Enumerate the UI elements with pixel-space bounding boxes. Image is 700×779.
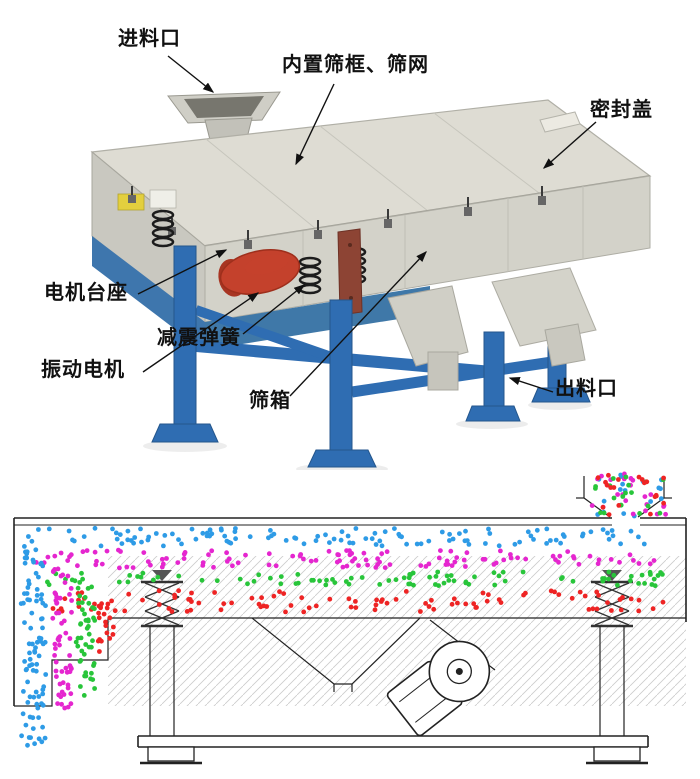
arrow-discharge-outlet — [508, 377, 554, 393]
arrow-damping-spring — [242, 284, 306, 335]
particle-layer — [18, 471, 668, 748]
vibration-motor-red — [218, 249, 301, 297]
particle-stream-green-discharge — [73, 584, 98, 698]
label-arrows — [137, 55, 597, 397]
schematic-cross-section — [13, 471, 687, 765]
particle-stream-green-layer — [45, 569, 665, 589]
screen-deck-outline — [13, 517, 687, 707]
discharge-chutes — [387, 267, 597, 391]
label-screen-box: 筛箱 — [249, 390, 291, 412]
support-columns — [149, 626, 625, 736]
label-damping-spring: 减震弹簧 — [157, 327, 241, 349]
particle-stream-red-discharge — [95, 603, 116, 654]
machine-photo — [90, 55, 652, 470]
middle-funnel — [251, 617, 421, 692]
label-discharge-outlet: 出料口 — [555, 378, 618, 400]
base-frame — [137, 735, 649, 765]
arrow-vibration-motor — [142, 292, 260, 373]
label-motor-base: 电机台座 — [44, 282, 128, 304]
label-inner-screen: 内置筛框、筛网 — [282, 54, 429, 76]
spring-left — [151, 209, 175, 248]
label-feed-inlet: 进料口 — [118, 28, 181, 50]
label-vibration-motor: 振动电机 — [41, 359, 125, 381]
arrow-inner-screen — [295, 83, 335, 166]
motor-symbol — [386, 619, 496, 737]
discharge-staircase — [14, 618, 109, 707]
particle-stream-magenta-layer — [33, 547, 657, 571]
particle-stream-magenta-discharge — [50, 566, 74, 711]
arrow-seal-cover — [542, 121, 597, 169]
particle-stream-blue-layer — [26, 525, 647, 549]
arrow-motor-base — [137, 249, 228, 295]
arrow-feed-inlet — [167, 55, 215, 93]
motor-mount-bracket — [337, 228, 363, 316]
particle-stream-blue-discharge — [18, 544, 49, 748]
particle-stream-feed-red — [595, 472, 666, 517]
label-seal-cover: 密封盖 — [590, 99, 653, 121]
arrow-screen-box — [289, 250, 427, 397]
